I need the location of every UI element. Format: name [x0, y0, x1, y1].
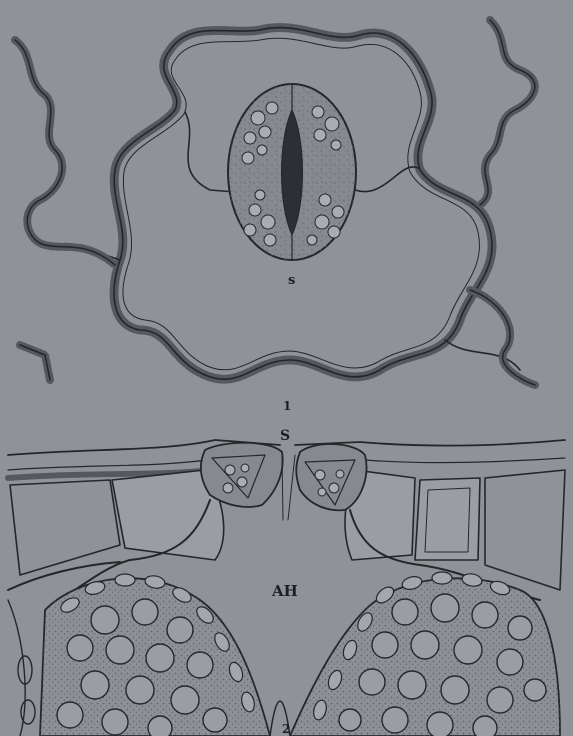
figure-number-2: 2: [282, 722, 290, 736]
figure-number-1: 1: [283, 399, 291, 413]
epidermal-cells-section: [10, 470, 565, 590]
label-stoma-section: S: [280, 428, 290, 444]
left-cell-fragment: [15, 40, 115, 380]
right-cell-fragment: [470, 20, 535, 385]
epidermis-band: [8, 440, 565, 478]
guard-cells-section: [201, 443, 367, 520]
label-stoma-top: s: [288, 273, 295, 288]
label-air-chamber: AH: [271, 582, 298, 600]
figure-1-surface-view: [15, 20, 535, 385]
left-edge-cells: [8, 600, 35, 736]
stoma-guard-cells-surface: [228, 84, 356, 260]
